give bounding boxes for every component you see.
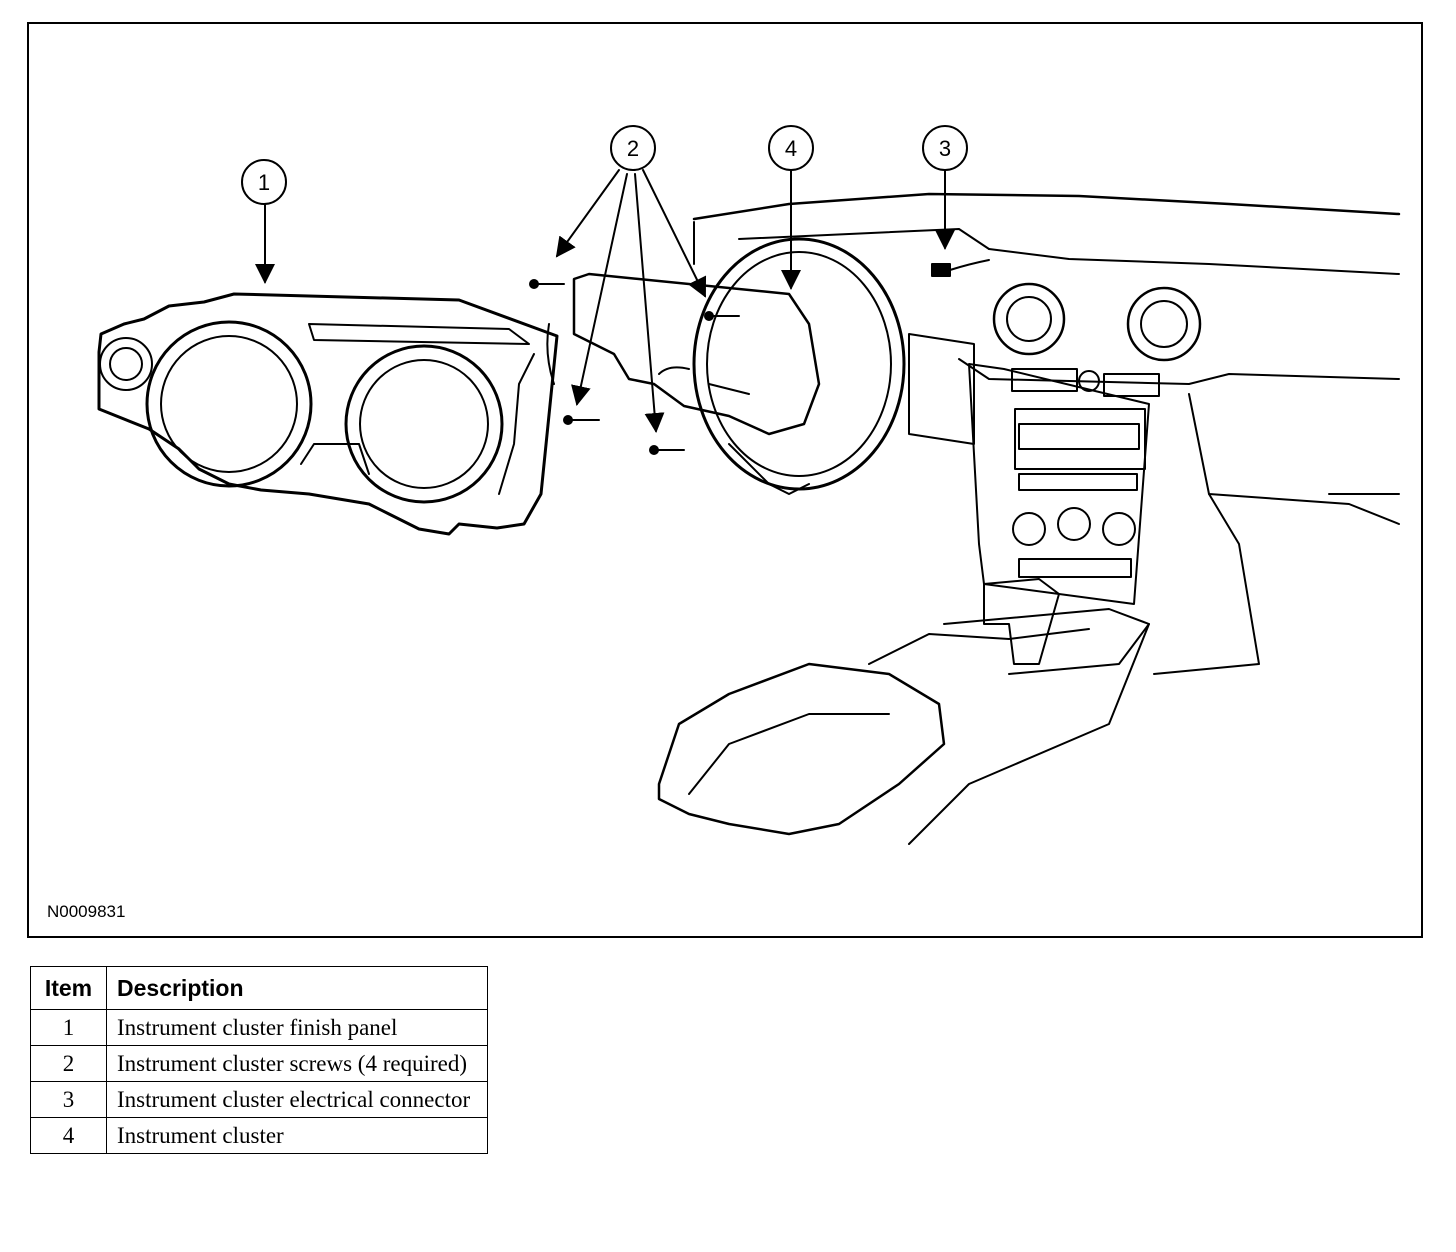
callout-3: 3	[939, 136, 951, 161]
figure-id-label: N0009831	[47, 902, 126, 921]
legend-item-description: Instrument cluster electrical connector	[106, 1081, 488, 1118]
legend-item-number: 3	[30, 1081, 107, 1118]
exploded-view-drawing: 1 2 4 3	[97, 125, 1401, 845]
legend-row: 2 Instrument cluster screws (4 required)	[30, 1045, 488, 1082]
callout-4: 4	[785, 136, 797, 161]
instrument-cluster-drawing	[546, 272, 821, 436]
legend-item-number: 1	[30, 1009, 107, 1046]
legend-row: 3 Instrument cluster electrical connecto…	[30, 1081, 488, 1118]
legend-row: 1 Instrument cluster finish panel	[30, 1009, 488, 1046]
legend-item-description: Instrument cluster finish panel	[106, 1009, 488, 1046]
callout-1: 1	[258, 170, 270, 195]
legend-item-description: Instrument cluster screws (4 required)	[106, 1045, 488, 1082]
legend-item-number: 2	[30, 1045, 107, 1082]
screws-drawing	[529, 279, 740, 455]
legend-table: Item Description 1 Instrument cluster fi…	[30, 966, 488, 1154]
legend-item-number: 4	[30, 1117, 107, 1154]
center-stack-drawing	[968, 363, 1160, 605]
legend-header-item: Item	[30, 966, 107, 1010]
legend-item-description: Instrument cluster	[106, 1117, 488, 1154]
legend-header-row: Item Description	[30, 966, 488, 1010]
diagram-figure: 1 2 4 3 N0009831	[27, 22, 1423, 938]
callout-2: 2	[627, 136, 639, 161]
steering-wheel-drawing	[692, 237, 906, 495]
console-drawing	[657, 578, 1150, 845]
finish-panel-drawing	[97, 292, 559, 536]
leader-lines	[255, 169, 955, 433]
dashboard-drawing	[692, 192, 1401, 675]
electrical-connector-drawing	[931, 259, 990, 277]
legend-header-description: Description	[106, 966, 488, 1010]
legend-row: 4 Instrument cluster	[30, 1117, 488, 1154]
callout-circles	[241, 125, 968, 205]
